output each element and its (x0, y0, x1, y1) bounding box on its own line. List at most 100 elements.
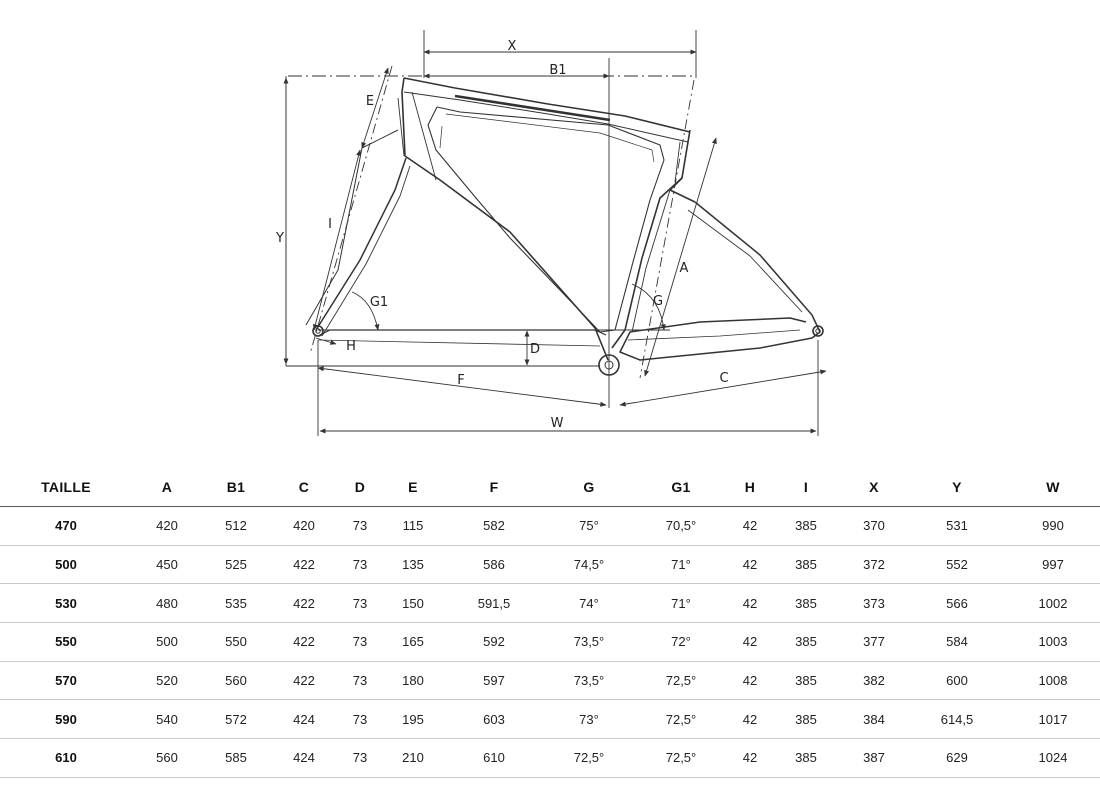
table-cell-e: 210 (382, 738, 444, 778)
table-cell-g: 74° (544, 583, 634, 624)
table-cell-g: 73,5° (544, 661, 634, 701)
table-cell-c: 424 (270, 738, 338, 778)
table-cell-g1: 72° (634, 622, 728, 662)
label-w: W (551, 416, 564, 431)
table-cell-d: 73 (338, 545, 382, 585)
table-cell-i: 385 (772, 738, 840, 778)
header-w: W (1006, 468, 1100, 507)
header-b1: B1 (202, 468, 270, 507)
table-cell-c: 420 (270, 506, 338, 546)
label-h: H (346, 339, 356, 354)
bike-frame (305, 77, 824, 376)
header-x: X (840, 468, 908, 507)
table-cell-g1: 72,5° (634, 738, 728, 778)
table-cell-d: 73 (338, 622, 382, 662)
header-i: I (772, 468, 840, 507)
table-cell-f: 610 (444, 738, 544, 778)
table-cell-f: 582 (444, 506, 544, 546)
table-cell-d: 73 (338, 583, 382, 624)
table-cell-g: 74,5° (544, 545, 634, 585)
table-cell-b1: 572 (202, 699, 270, 740)
table-cell-y: 629 (908, 738, 1006, 778)
table-cell-g1: 70,5° (634, 506, 728, 546)
table-cell-w: 1017 (1006, 699, 1100, 740)
table-cell-w: 1024 (1006, 738, 1100, 778)
table-cell-a: 420 (132, 506, 202, 546)
table-cell-g: 75° (544, 506, 634, 546)
table-cell-y: 531 (908, 506, 1006, 546)
table-cell-g: 73,5° (544, 622, 634, 662)
table-cell-d: 73 (338, 506, 382, 546)
main-triangle-window (427, 106, 665, 333)
header-g: G (544, 468, 634, 507)
label-e: E (366, 94, 374, 109)
table-cell-i: 385 (772, 506, 840, 546)
table-cell-c: 422 (270, 545, 338, 585)
table-cell-d: 73 (338, 738, 382, 778)
table-cell-taille: 530 (0, 583, 132, 624)
table-cell-w: 997 (1006, 545, 1100, 585)
table-cell-e: 135 (382, 545, 444, 585)
table-cell-g1: 72,5° (634, 699, 728, 740)
table-cell-b1: 585 (202, 738, 270, 778)
table-cell-taille: 470 (0, 506, 132, 546)
table-cell-y: 614,5 (908, 699, 1006, 740)
table-cell-w: 1003 (1006, 622, 1100, 662)
table-cell-a: 520 (132, 661, 202, 701)
table-cell-h: 42 (728, 506, 772, 546)
table-cell-x: 384 (840, 699, 908, 740)
table-cell-a: 540 (132, 699, 202, 740)
table-header-row: TAILLE A B1 C D E F G G1 H I X Y W (0, 468, 1100, 507)
label-a: A (680, 261, 689, 276)
table-cell-b1: 525 (202, 545, 270, 585)
table-cell-x: 372 (840, 545, 908, 585)
table-cell-c: 422 (270, 622, 338, 662)
table-cell-c: 422 (270, 661, 338, 701)
seat-tube (401, 77, 609, 361)
table-cell-b1: 512 (202, 506, 270, 546)
table-cell-i: 385 (772, 661, 840, 701)
table-cell-taille: 570 (0, 661, 132, 701)
table-cell-b1: 550 (202, 622, 270, 662)
table-cell-a: 560 (132, 738, 202, 778)
table-cell-c: 422 (270, 583, 338, 624)
label-g: G (653, 294, 663, 309)
table-cell-f: 597 (444, 661, 544, 701)
table-cell-w: 1008 (1006, 661, 1100, 701)
frame-geometry-diagram: X B1 E Y I G1 H D F W C A G (275, 30, 827, 436)
table-cell-a: 500 (132, 622, 202, 662)
table-cell-taille: 500 (0, 545, 132, 585)
table-cell-i: 385 (772, 699, 840, 740)
label-x: X (508, 39, 517, 54)
table-cell-taille: 550 (0, 622, 132, 662)
header-f: F (444, 468, 544, 507)
table-cell-d: 73 (338, 699, 382, 740)
table-cell-e: 165 (382, 622, 444, 662)
table-cell-x: 370 (840, 506, 908, 546)
table-cell-b1: 560 (202, 661, 270, 701)
table-cell-h: 42 (728, 545, 772, 585)
table-cell-b1: 535 (202, 583, 270, 624)
table-cell-w: 990 (1006, 506, 1100, 546)
table-cell-f: 586 (444, 545, 544, 585)
table-cell-g1: 71° (634, 583, 728, 624)
table-cell-h: 42 (728, 699, 772, 740)
header-a: A (132, 468, 202, 507)
table-cell-e: 195 (382, 699, 444, 740)
header-h: H (728, 468, 772, 507)
table-cell-e: 115 (382, 506, 444, 546)
table-cell-h: 42 (728, 622, 772, 662)
label-g1: G1 (370, 295, 388, 310)
table-cell-taille: 590 (0, 699, 132, 740)
header-taille: TAILLE (0, 468, 132, 507)
header-d: D (338, 468, 382, 507)
chain-stay (317, 329, 607, 337)
label-c: C (719, 371, 728, 386)
table-cell-g: 73° (544, 699, 634, 740)
